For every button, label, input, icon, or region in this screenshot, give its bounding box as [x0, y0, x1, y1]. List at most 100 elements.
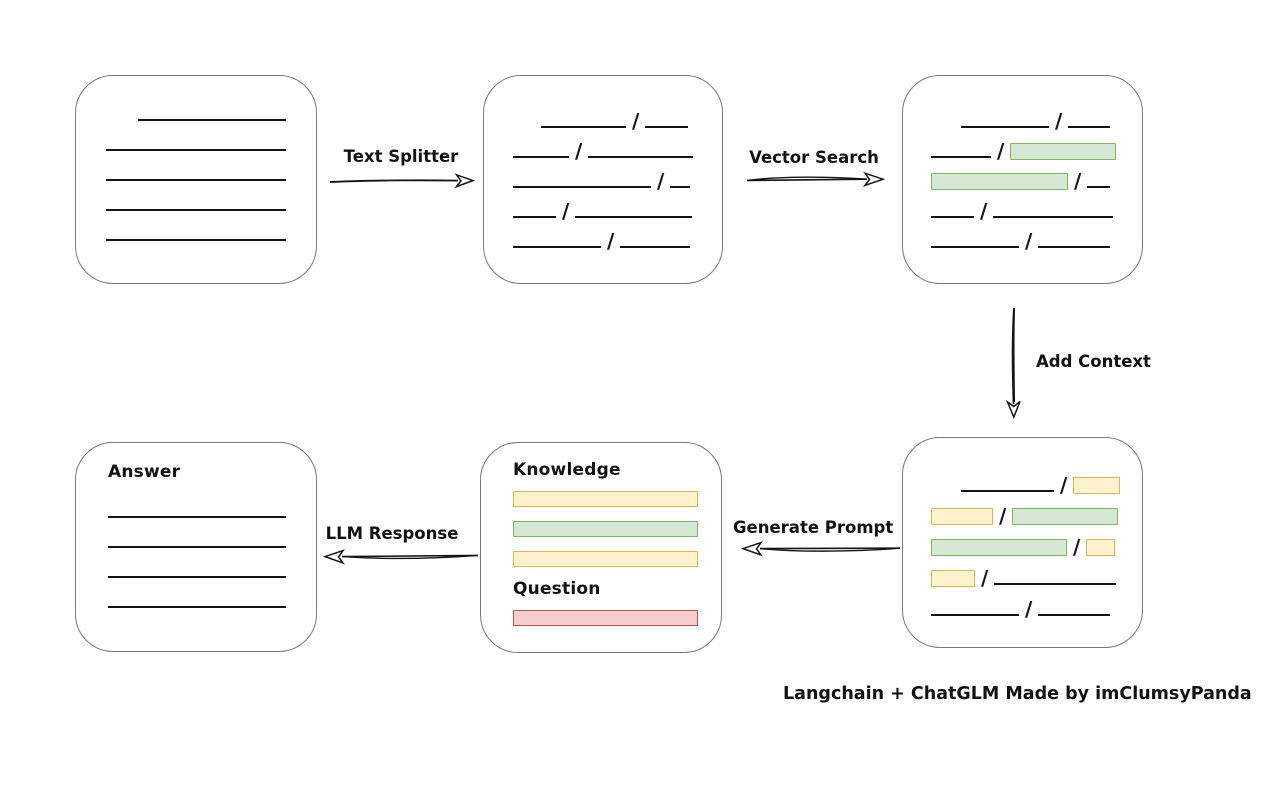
document-line-row: / — [931, 585, 1142, 621]
text-splitter-label: Text Splitter — [343, 147, 459, 166]
source-document-box — [75, 75, 317, 284]
document-line-row: / — [931, 158, 1142, 193]
text-line — [961, 126, 1049, 128]
text-line — [961, 490, 1054, 492]
split-slash: / — [980, 199, 988, 223]
document-line-row: / — [931, 98, 1142, 133]
green-highlight-chunk — [931, 173, 1068, 190]
vector-search-arrow — [746, 171, 886, 187]
text-line — [931, 216, 974, 218]
llm-response-label: LLM Response — [325, 524, 459, 543]
split-slash: / — [632, 109, 640, 133]
yellow-highlight-chunk — [1086, 539, 1116, 556]
text-line — [106, 179, 286, 181]
text-line — [106, 239, 286, 241]
document-line-row: / — [931, 461, 1142, 497]
split-chunks-lines: / / / / / — [513, 98, 722, 253]
yellow-bar — [513, 491, 698, 507]
matched-chunks-box: / / / / / — [902, 75, 1143, 284]
yellow-bar — [513, 551, 698, 567]
generate-prompt-label: Generate Prompt — [733, 518, 894, 537]
split-slash: / — [562, 199, 570, 223]
answer-heading: Answer — [108, 462, 181, 482]
split-slash: / — [1025, 597, 1033, 621]
split-slash: / — [981, 566, 989, 590]
context-chunks-box: / / / / / — [902, 437, 1143, 648]
green-highlight-chunk — [1010, 143, 1117, 160]
llm-response-arrow — [322, 549, 479, 565]
document-line-row — [106, 121, 316, 151]
add-context-arrow — [1005, 307, 1021, 419]
document-line-row: / — [931, 128, 1142, 163]
text-line — [108, 576, 286, 578]
split-slash: / — [657, 169, 665, 193]
yellow-highlight-chunk — [931, 508, 993, 525]
document-line-row — [108, 518, 316, 548]
document-line-row: / — [513, 188, 722, 223]
text-line — [513, 246, 601, 248]
add-context-label: Add Context — [1036, 352, 1151, 371]
text-line — [1087, 186, 1111, 188]
knowledge-heading: Knowledge — [513, 460, 621, 480]
text-line — [1068, 126, 1111, 128]
text-line — [645, 126, 689, 128]
document-line-row — [108, 488, 316, 518]
text-line — [513, 156, 569, 158]
split-slash: / — [1055, 109, 1063, 133]
text-line — [108, 516, 286, 518]
text-line — [1038, 614, 1111, 616]
split-slash: / — [1074, 169, 1082, 193]
red-bar — [513, 610, 698, 626]
text-line — [931, 614, 1019, 616]
document-line-row — [108, 548, 316, 578]
document-line-row — [106, 91, 316, 121]
text-line — [106, 149, 286, 151]
green-bar — [513, 521, 698, 537]
text-line — [993, 216, 1114, 218]
split-slash: / — [997, 139, 1005, 163]
text-line — [931, 156, 991, 158]
text-line — [670, 186, 691, 188]
source-document-lines — [106, 91, 316, 241]
split-slash: / — [1060, 473, 1068, 497]
yellow-highlight-chunk — [1073, 477, 1121, 494]
diagram-caption: Langchain + ChatGLM Made by imClumsyPand… — [783, 684, 1252, 704]
text-line — [541, 126, 626, 128]
text-line — [513, 216, 556, 218]
vector-search-label: Vector Search — [749, 148, 879, 167]
answer-lines — [108, 488, 316, 608]
text-line — [108, 606, 286, 608]
document-line-row — [106, 211, 316, 241]
question-heading: Question — [513, 579, 601, 599]
document-line-row: / — [513, 218, 722, 253]
text-splitter-arrow — [329, 173, 476, 189]
text-line — [994, 583, 1117, 585]
document-line-row: / — [931, 492, 1142, 528]
green-highlight-chunk — [931, 539, 1067, 556]
text-line — [138, 119, 286, 121]
text-line — [620, 246, 691, 248]
document-line-row: / — [513, 128, 722, 163]
document-line-row — [106, 181, 316, 211]
document-line-row — [106, 151, 316, 181]
generate-prompt-arrow — [740, 541, 901, 557]
split-slash: / — [607, 229, 615, 253]
document-line-row: / — [931, 218, 1142, 253]
split-slash: / — [1025, 229, 1033, 253]
text-line — [1038, 246, 1111, 248]
yellow-highlight-chunk — [931, 570, 975, 587]
split-slash: / — [575, 139, 583, 163]
document-line-row: / — [931, 523, 1142, 559]
document-line-row: / — [513, 158, 722, 193]
document-line-row — [108, 578, 316, 608]
split-slash: / — [999, 504, 1007, 528]
context-chunks-lines: / / / / / — [931, 461, 1142, 621]
split-chunks-box: / / / / / — [483, 75, 723, 284]
green-highlight-chunk — [1012, 508, 1119, 525]
document-line-row: / — [931, 188, 1142, 223]
split-slash: / — [1073, 535, 1081, 559]
text-line — [108, 546, 286, 548]
answer-box: Answer — [75, 442, 317, 652]
question-bars — [513, 610, 698, 626]
text-line — [106, 209, 286, 211]
